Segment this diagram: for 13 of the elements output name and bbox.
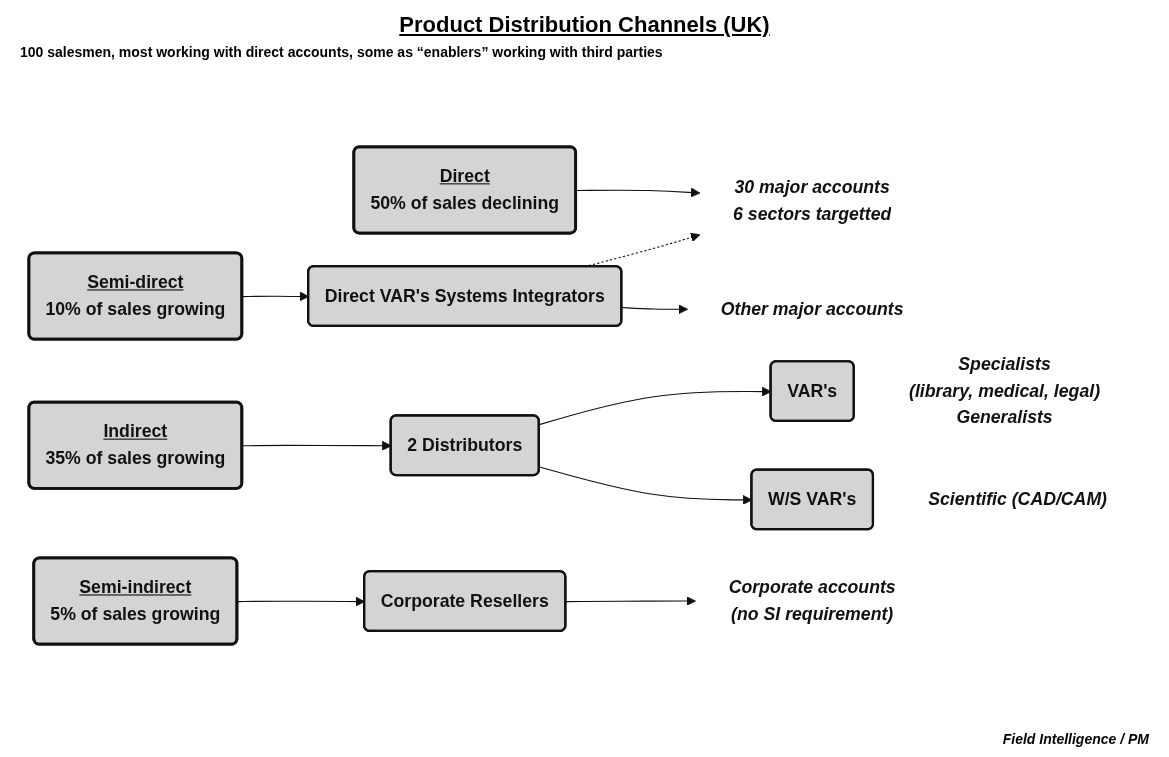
title: Product Distribution Channels (UK) bbox=[398, 12, 771, 38]
node-label: (library, medical, legal) bbox=[909, 381, 1101, 400]
arrow bbox=[565, 596, 696, 606]
node-text: Corporate accounts (no SI requirement) bbox=[728, 577, 896, 624]
node-text: 30 major accounts 6 sectors targetted bbox=[733, 177, 892, 224]
node-label: Scientific (CAD/CAM) bbox=[928, 489, 1107, 509]
arrow bbox=[575, 187, 701, 198]
node-label: Generalists bbox=[956, 407, 1053, 427]
footer-note: Field Intelligence / PM bbox=[1001, 731, 1149, 747]
arrow bbox=[621, 304, 689, 315]
node-label: Specialists bbox=[958, 354, 1051, 374]
subtitle-text: 100 salesmen, most working with direct accounts, some as “enablers” working with third parties bbox=[20, 44, 664, 60]
node-text: Other major accounts bbox=[720, 299, 904, 319]
